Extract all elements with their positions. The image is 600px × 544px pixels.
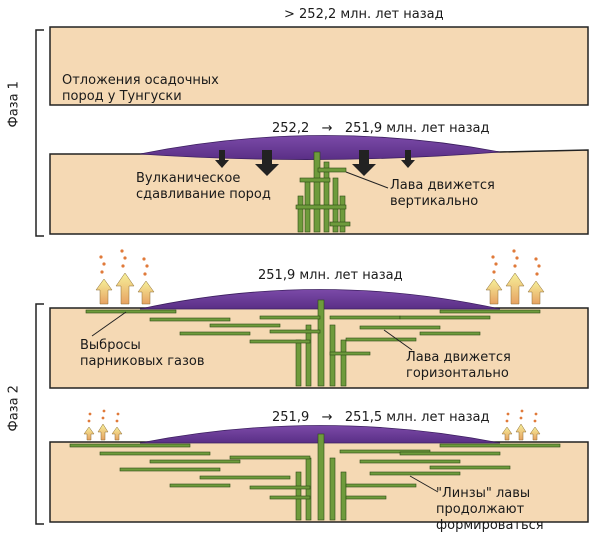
stage3-magma: [85, 299, 541, 387]
stage3-pointer-left: [91, 311, 127, 337]
stage2-magma: [295, 151, 351, 233]
phase2-label: Фаза 2: [6, 385, 22, 432]
phase1-label: Фаза 1: [6, 81, 22, 128]
stage2-pressure-arrows: [215, 150, 415, 176]
stage4-magma: [69, 433, 561, 521]
stage1-note: Отложения осадочных пород у Тунгуски: [62, 73, 219, 104]
up-arrow-icon: [95, 278, 113, 305]
up-arrow-icon: [527, 280, 545, 305]
down-arrow-icon: [215, 150, 229, 168]
up-arrow-icon: [515, 423, 527, 441]
up-arrow-icon: [529, 426, 541, 441]
up-arrow-icon: [111, 426, 123, 441]
stage3-pointer-right: [383, 329, 413, 351]
stage4-time-label: 251,9 → 251,5 млн. лет назад: [272, 410, 490, 425]
down-arrow-icon: [255, 150, 279, 176]
up-arrow-icon: [115, 272, 135, 305]
down-arrow-icon: [401, 150, 415, 168]
stage4-pointer: [409, 475, 439, 493]
stage1-time-label: > 252,2 млн. лет назад: [284, 7, 444, 22]
stage2-time-label: 252,2 → 251,9 млн. лет назад: [272, 121, 490, 136]
stage4-gas-right: [501, 409, 541, 441]
stage3-lava-dome: [139, 289, 501, 310]
up-arrow-icon: [485, 278, 503, 305]
stage3-gas-left: [95, 249, 155, 305]
up-arrow-icon: [137, 280, 155, 305]
stage4-gas-left: [83, 409, 123, 441]
phase2-bracket: [35, 303, 44, 525]
stage2-note-right: Лава движется вертикально: [390, 178, 495, 209]
up-arrow-icon: [83, 426, 95, 441]
phase1-bracket: [35, 29, 44, 237]
stage3-note-left: Выбросы парниковых газов: [80, 338, 205, 369]
stage1-rock-layer: [49, 26, 589, 106]
stage4-note-right: "Линзы" лавы продолжают формироваться: [436, 486, 544, 533]
stage2-pointer: [345, 171, 389, 189]
stage3-gas-right: [485, 249, 545, 305]
up-arrow-icon: [501, 426, 513, 441]
stage3-time-label: 251,9 млн. лет назад: [258, 268, 403, 283]
up-arrow-icon: [97, 423, 109, 441]
up-arrow-icon: [505, 272, 525, 305]
down-arrow-icon: [352, 150, 376, 176]
stage3-note-right: Лава движется горизонтально: [406, 350, 511, 381]
stage2-note-left: Вулканическое сдавливание пород: [136, 171, 271, 202]
